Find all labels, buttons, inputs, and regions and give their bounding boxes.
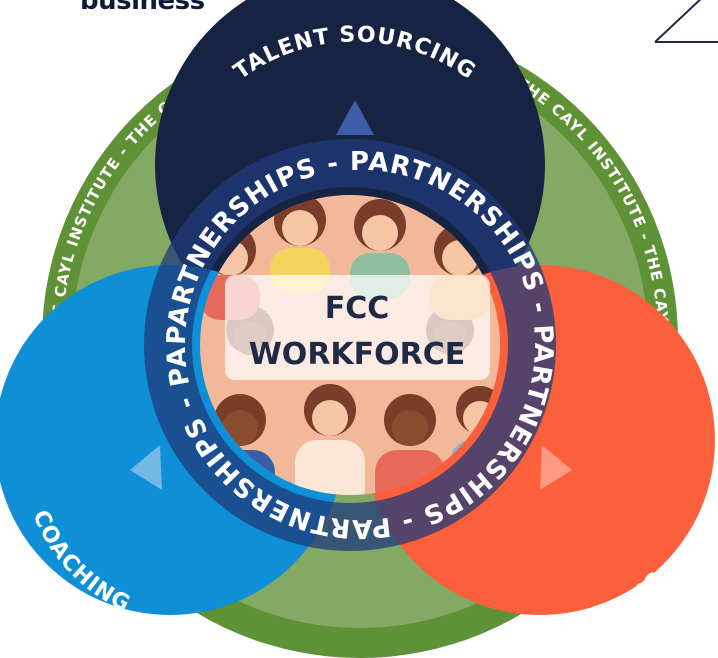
right-arrow-icon xyxy=(540,445,572,490)
corner-text: business xyxy=(80,0,205,16)
center-title-line2: WORKFORCE xyxy=(249,337,466,372)
center-title-line1: FCC xyxy=(325,291,390,326)
up-arrow-icon xyxy=(336,100,374,135)
corner-decoration xyxy=(654,0,702,43)
partnerships-ring xyxy=(144,139,556,551)
left-arrow-icon xyxy=(130,445,162,490)
center-label-box xyxy=(225,275,490,380)
